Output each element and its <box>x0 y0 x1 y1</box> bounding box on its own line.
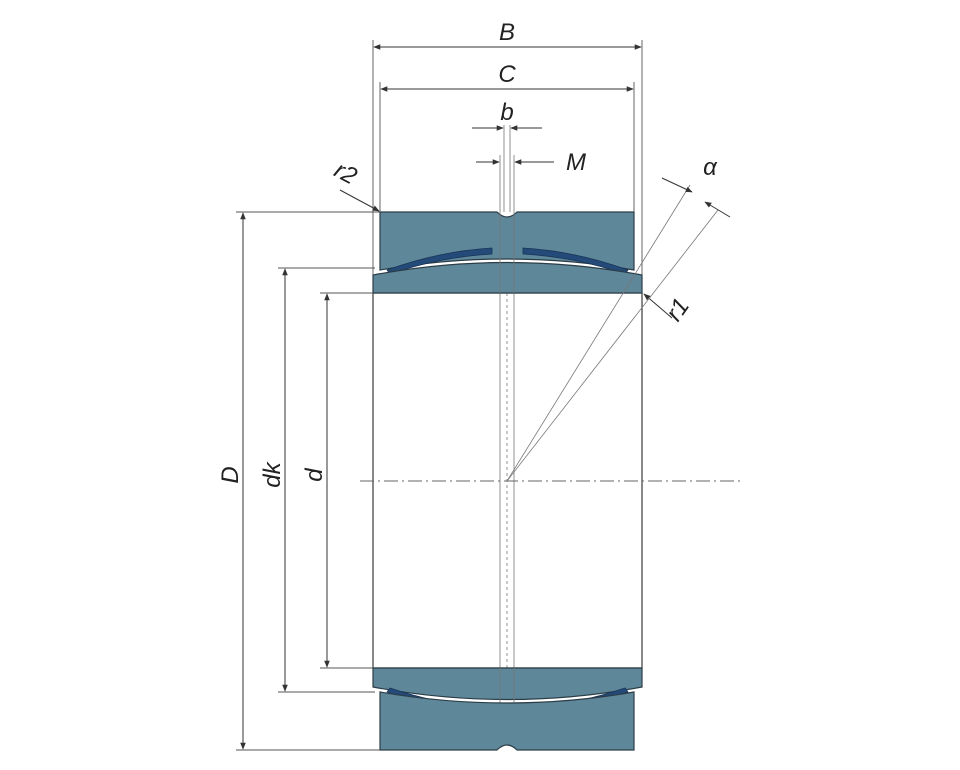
radius-r2: r2 <box>330 156 380 212</box>
label-dk: dk <box>259 460 286 487</box>
label-r1: r1 <box>661 293 695 326</box>
radius-r1: r1 <box>643 293 695 326</box>
outer-ring-bottom <box>379 691 635 751</box>
label-alpha: α <box>703 154 718 181</box>
dimension-d: d <box>301 292 373 669</box>
dimension-b: b <box>472 99 542 131</box>
dimension-C: C <box>379 61 635 212</box>
label-b: b <box>500 99 513 126</box>
lubrication-groove <box>499 125 515 256</box>
label-d: d <box>301 468 328 482</box>
label-B: B <box>499 19 515 46</box>
label-C: C <box>498 61 516 88</box>
label-r2: r2 <box>330 156 362 190</box>
label-D: D <box>217 466 244 483</box>
label-M: M <box>566 149 586 176</box>
tilt-angle-alpha: α <box>506 154 731 482</box>
dimension-D: D <box>217 211 380 751</box>
dimension-M: M <box>476 149 586 176</box>
dimension-dk: dk <box>259 267 375 693</box>
dimension-B: B <box>372 19 643 275</box>
